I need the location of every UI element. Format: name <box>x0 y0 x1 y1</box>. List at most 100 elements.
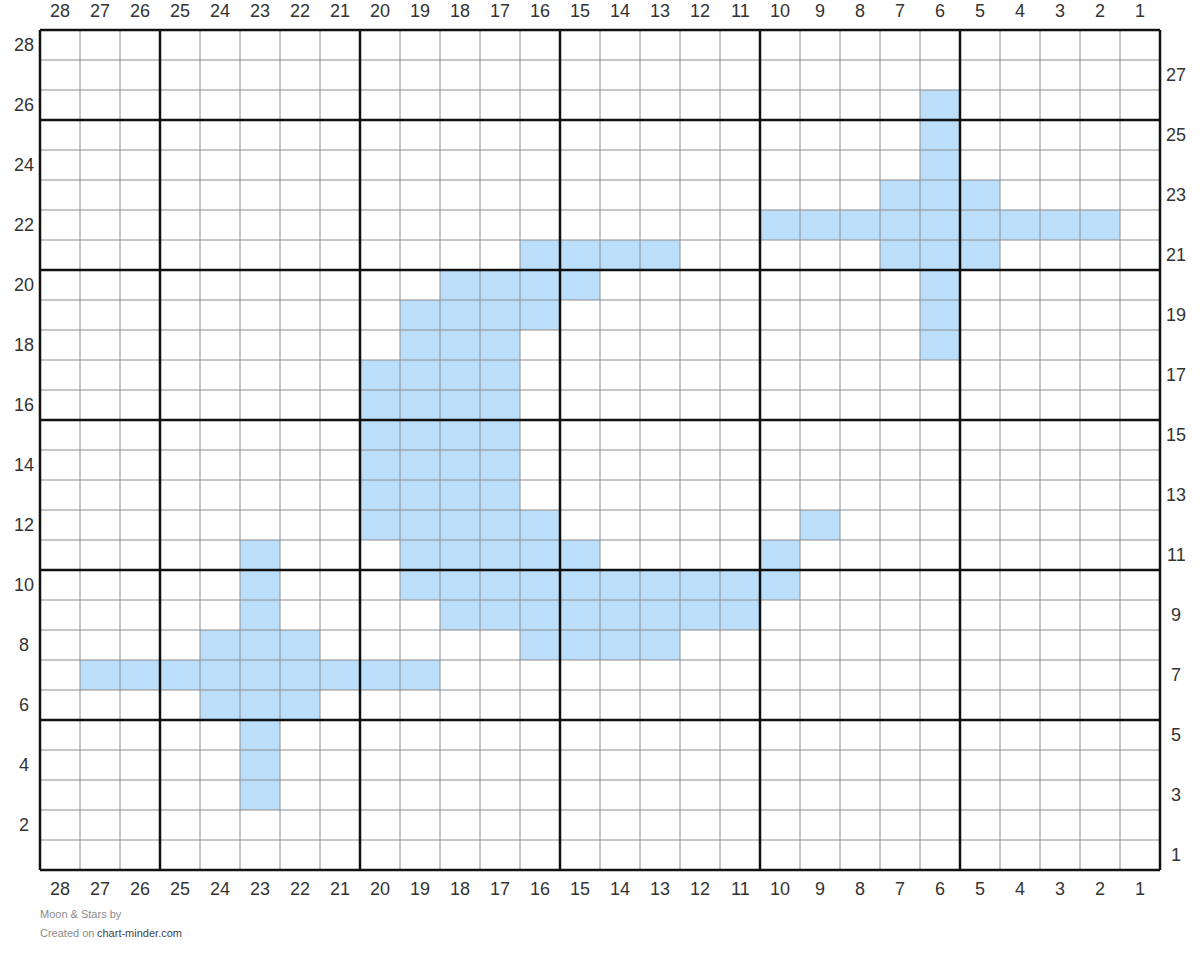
grid-major-line <box>40 119 1160 122</box>
row-number: 16 <box>14 396 34 414</box>
grid-line <box>40 630 1160 631</box>
row-number: 23 <box>1166 186 1186 204</box>
grid-major-line <box>40 29 1160 32</box>
stitch-cell <box>480 510 520 540</box>
stitch-cell <box>800 510 840 540</box>
row-number: 18 <box>14 336 34 354</box>
stitch-cell <box>680 570 720 600</box>
stitch-cell <box>160 660 200 690</box>
column-number: 8 <box>855 880 865 898</box>
stitch-cell <box>840 210 880 240</box>
row-number: 7 <box>1171 666 1181 684</box>
stitch-cell <box>200 660 240 690</box>
grid-major-line <box>40 869 1160 872</box>
grid-major-line <box>759 30 762 870</box>
row-number: 22 <box>14 216 34 234</box>
stitch-cell <box>440 270 480 300</box>
stitch-cell <box>560 600 600 630</box>
column-number: 22 <box>290 2 310 20</box>
row-number: 19 <box>1166 306 1186 324</box>
stitch-cell <box>800 210 840 240</box>
grid-major-line <box>39 30 42 870</box>
column-number: 15 <box>570 880 590 898</box>
stitch-cell <box>920 240 960 270</box>
stitch-cell <box>720 600 760 630</box>
column-number: 7 <box>895 880 905 898</box>
column-number: 21 <box>330 2 350 20</box>
footer-note: Created on <box>40 928 94 939</box>
stitch-cell <box>400 360 440 390</box>
stitch-cell <box>440 480 480 510</box>
stitch-cell <box>280 630 320 660</box>
stitch-cell <box>200 630 240 660</box>
stitch-cell <box>360 480 400 510</box>
column-number: 13 <box>650 880 670 898</box>
stitch-cell <box>520 270 560 300</box>
column-number: 16 <box>530 880 550 898</box>
grid-major-line <box>359 30 362 870</box>
stitch-cell <box>240 660 280 690</box>
stitch-cell <box>920 180 960 210</box>
stitch-cell <box>440 300 480 330</box>
column-number: 6 <box>935 2 945 20</box>
stitch-cell <box>1000 210 1040 240</box>
stitch-cell <box>440 360 480 390</box>
stitch-cell <box>440 600 480 630</box>
stitch-cell <box>480 540 520 570</box>
column-number: 20 <box>370 880 390 898</box>
stitch-cell <box>680 600 720 630</box>
row-number: 1 <box>1171 846 1181 864</box>
column-number: 23 <box>250 880 270 898</box>
stitch-cell <box>440 570 480 600</box>
column-number: 3 <box>1055 2 1065 20</box>
column-number: 8 <box>855 2 865 20</box>
grid-major-line <box>40 269 1160 272</box>
stitch-cell <box>440 510 480 540</box>
stitch-cell <box>960 210 1000 240</box>
row-number: 8 <box>19 636 29 654</box>
row-number: 20 <box>14 276 34 294</box>
stitch-cell <box>440 390 480 420</box>
column-number: 19 <box>410 2 430 20</box>
column-number: 25 <box>170 2 190 20</box>
stitch-cell <box>400 660 440 690</box>
column-number: 25 <box>170 880 190 898</box>
stitch-cell <box>240 600 280 630</box>
stitch-cell <box>880 240 920 270</box>
column-number: 14 <box>610 880 630 898</box>
grid-major-line <box>40 419 1160 422</box>
row-number: 17 <box>1166 366 1186 384</box>
grid-major-line <box>40 569 1160 572</box>
stitch-cell <box>400 480 440 510</box>
stitch-cell <box>720 570 760 600</box>
column-number: 2 <box>1095 2 1105 20</box>
row-number: 28 <box>14 36 34 54</box>
stitch-cell <box>560 570 600 600</box>
stitch-cell <box>920 150 960 180</box>
grid-major-line <box>959 30 962 870</box>
column-number: 27 <box>90 2 110 20</box>
stitch-cell <box>520 630 560 660</box>
stitch-cell <box>400 570 440 600</box>
stitch-cell <box>520 540 560 570</box>
stitch-cell <box>240 540 280 570</box>
column-number: 14 <box>610 2 630 20</box>
stitch-cell <box>480 330 520 360</box>
stitch-cell <box>600 630 640 660</box>
stitch-cell <box>280 660 320 690</box>
stitch-cell <box>400 390 440 420</box>
column-number: 13 <box>650 2 670 20</box>
stitch-cell <box>240 750 280 780</box>
stitch-cell <box>640 570 680 600</box>
column-number: 21 <box>330 880 350 898</box>
column-number: 19 <box>410 880 430 898</box>
stitch-cell <box>440 330 480 360</box>
column-number: 22 <box>290 880 310 898</box>
column-number: 23 <box>250 2 270 20</box>
footer-note: Moon & Stars by <box>40 909 121 920</box>
row-number: 6 <box>19 696 29 714</box>
stitch-cell <box>520 300 560 330</box>
column-number: 18 <box>450 880 470 898</box>
stitch-cell <box>360 390 400 420</box>
